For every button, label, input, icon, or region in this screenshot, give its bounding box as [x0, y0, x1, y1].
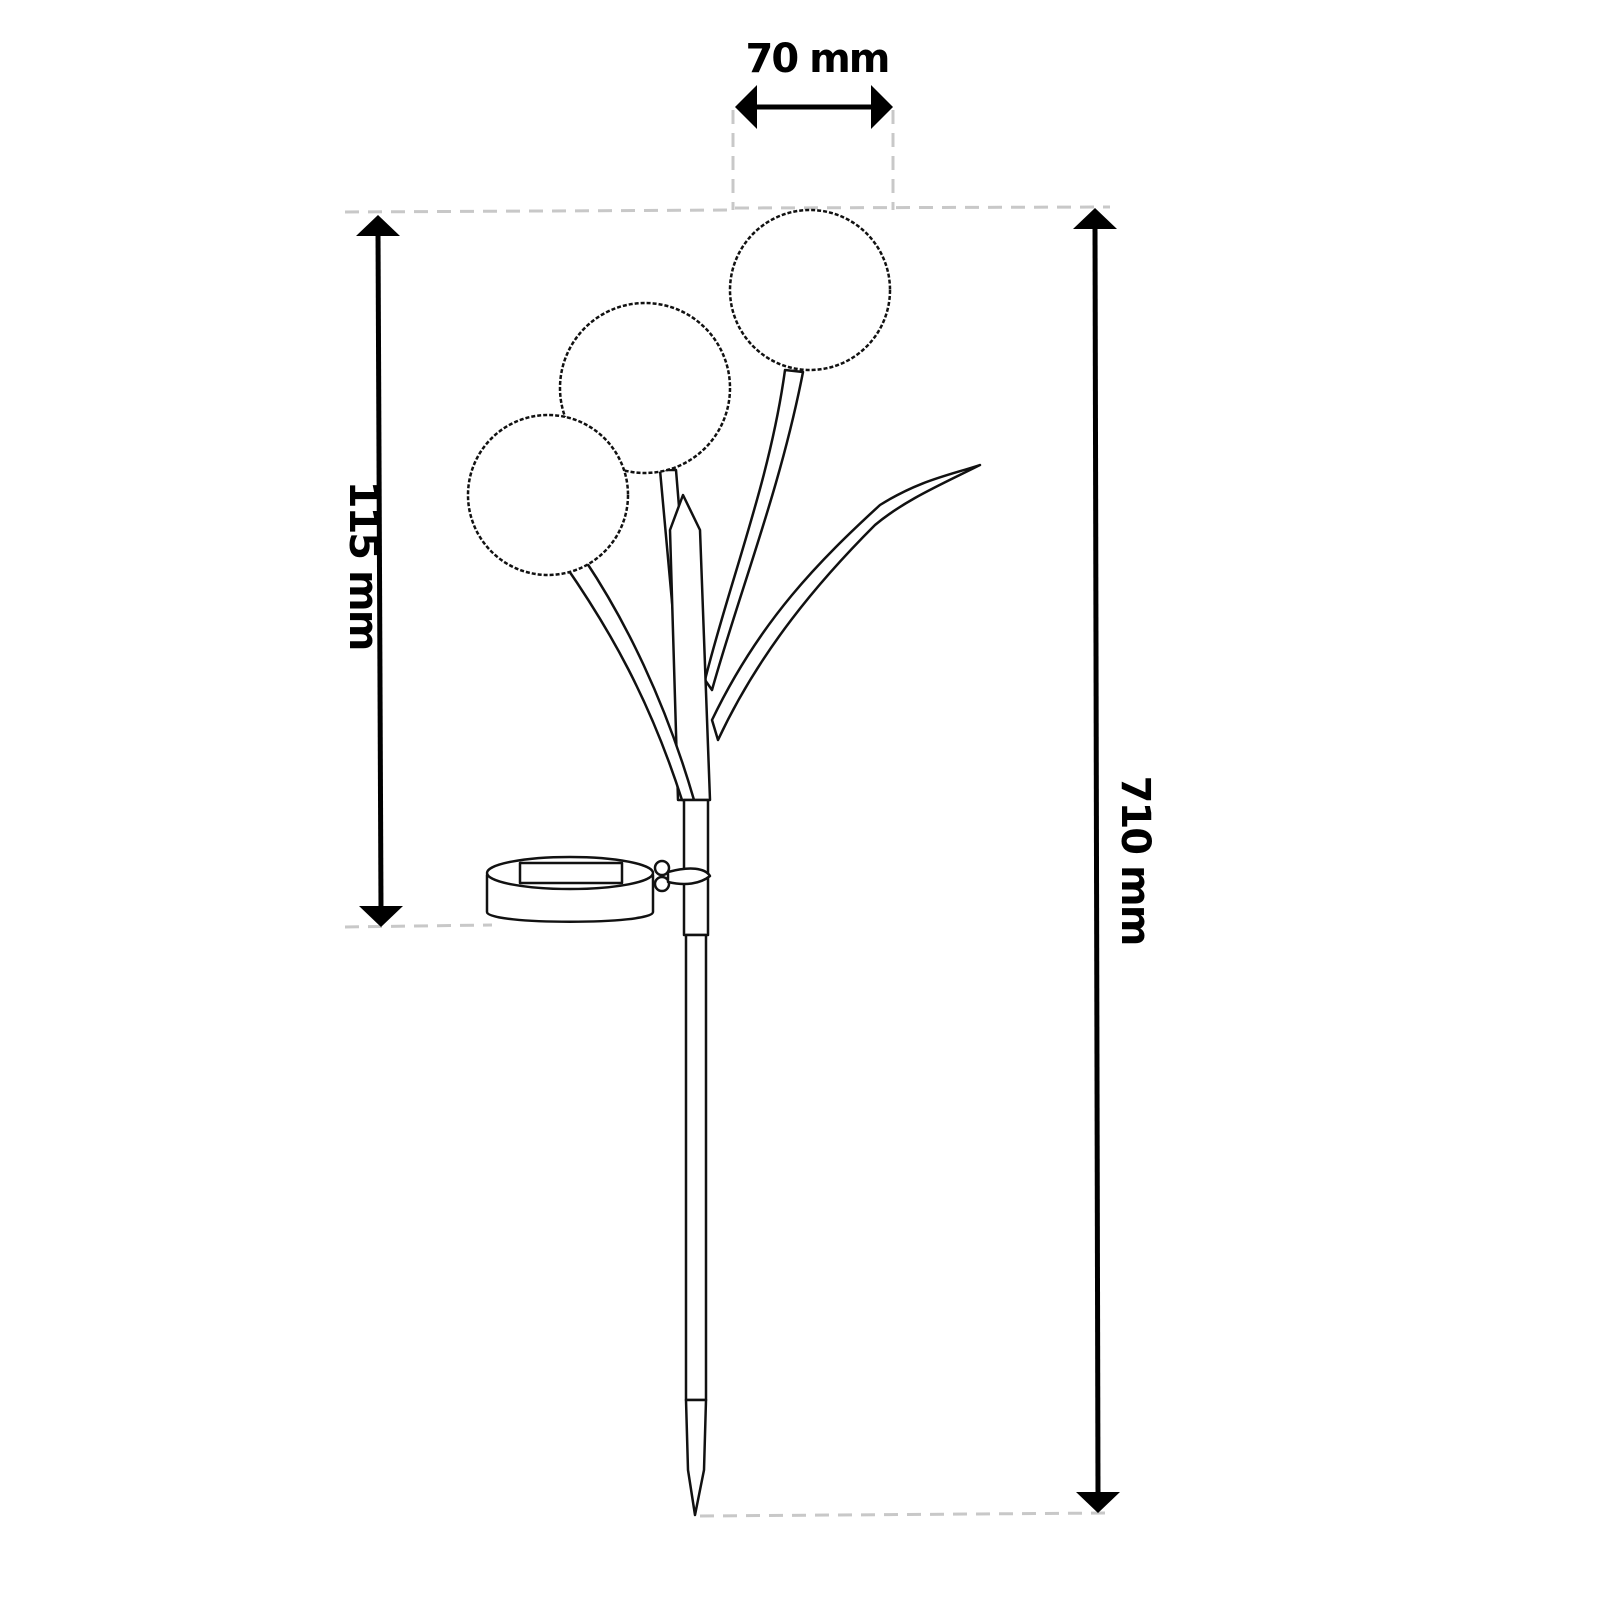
- solar-cell: [518, 861, 624, 885]
- flower-head-top: [728, 208, 892, 372]
- panel-hinge: [653, 875, 671, 893]
- width-label: 70 mm: [746, 36, 889, 82]
- leaf-right: [710, 463, 982, 742]
- width-dimension-arrow: [735, 85, 893, 129]
- head-height-dimension-arrow: [356, 215, 403, 927]
- stake-spike: [684, 1398, 708, 1517]
- panel-hinge: [653, 859, 671, 877]
- total-height-label: 710 mm: [1112, 776, 1158, 945]
- panel-clip: [666, 867, 712, 886]
- flower-head-middle: [558, 301, 732, 475]
- solar-flower-light-drawing: [466, 208, 982, 1517]
- head-height-label: 115 mm: [340, 481, 386, 650]
- guide-lines: [344, 110, 1111, 1518]
- stake-pole: [684, 933, 708, 1402]
- stem-right: [703, 368, 805, 692]
- flower-head-left: [466, 413, 630, 577]
- total-height-dimension-arrow: [1073, 208, 1120, 1513]
